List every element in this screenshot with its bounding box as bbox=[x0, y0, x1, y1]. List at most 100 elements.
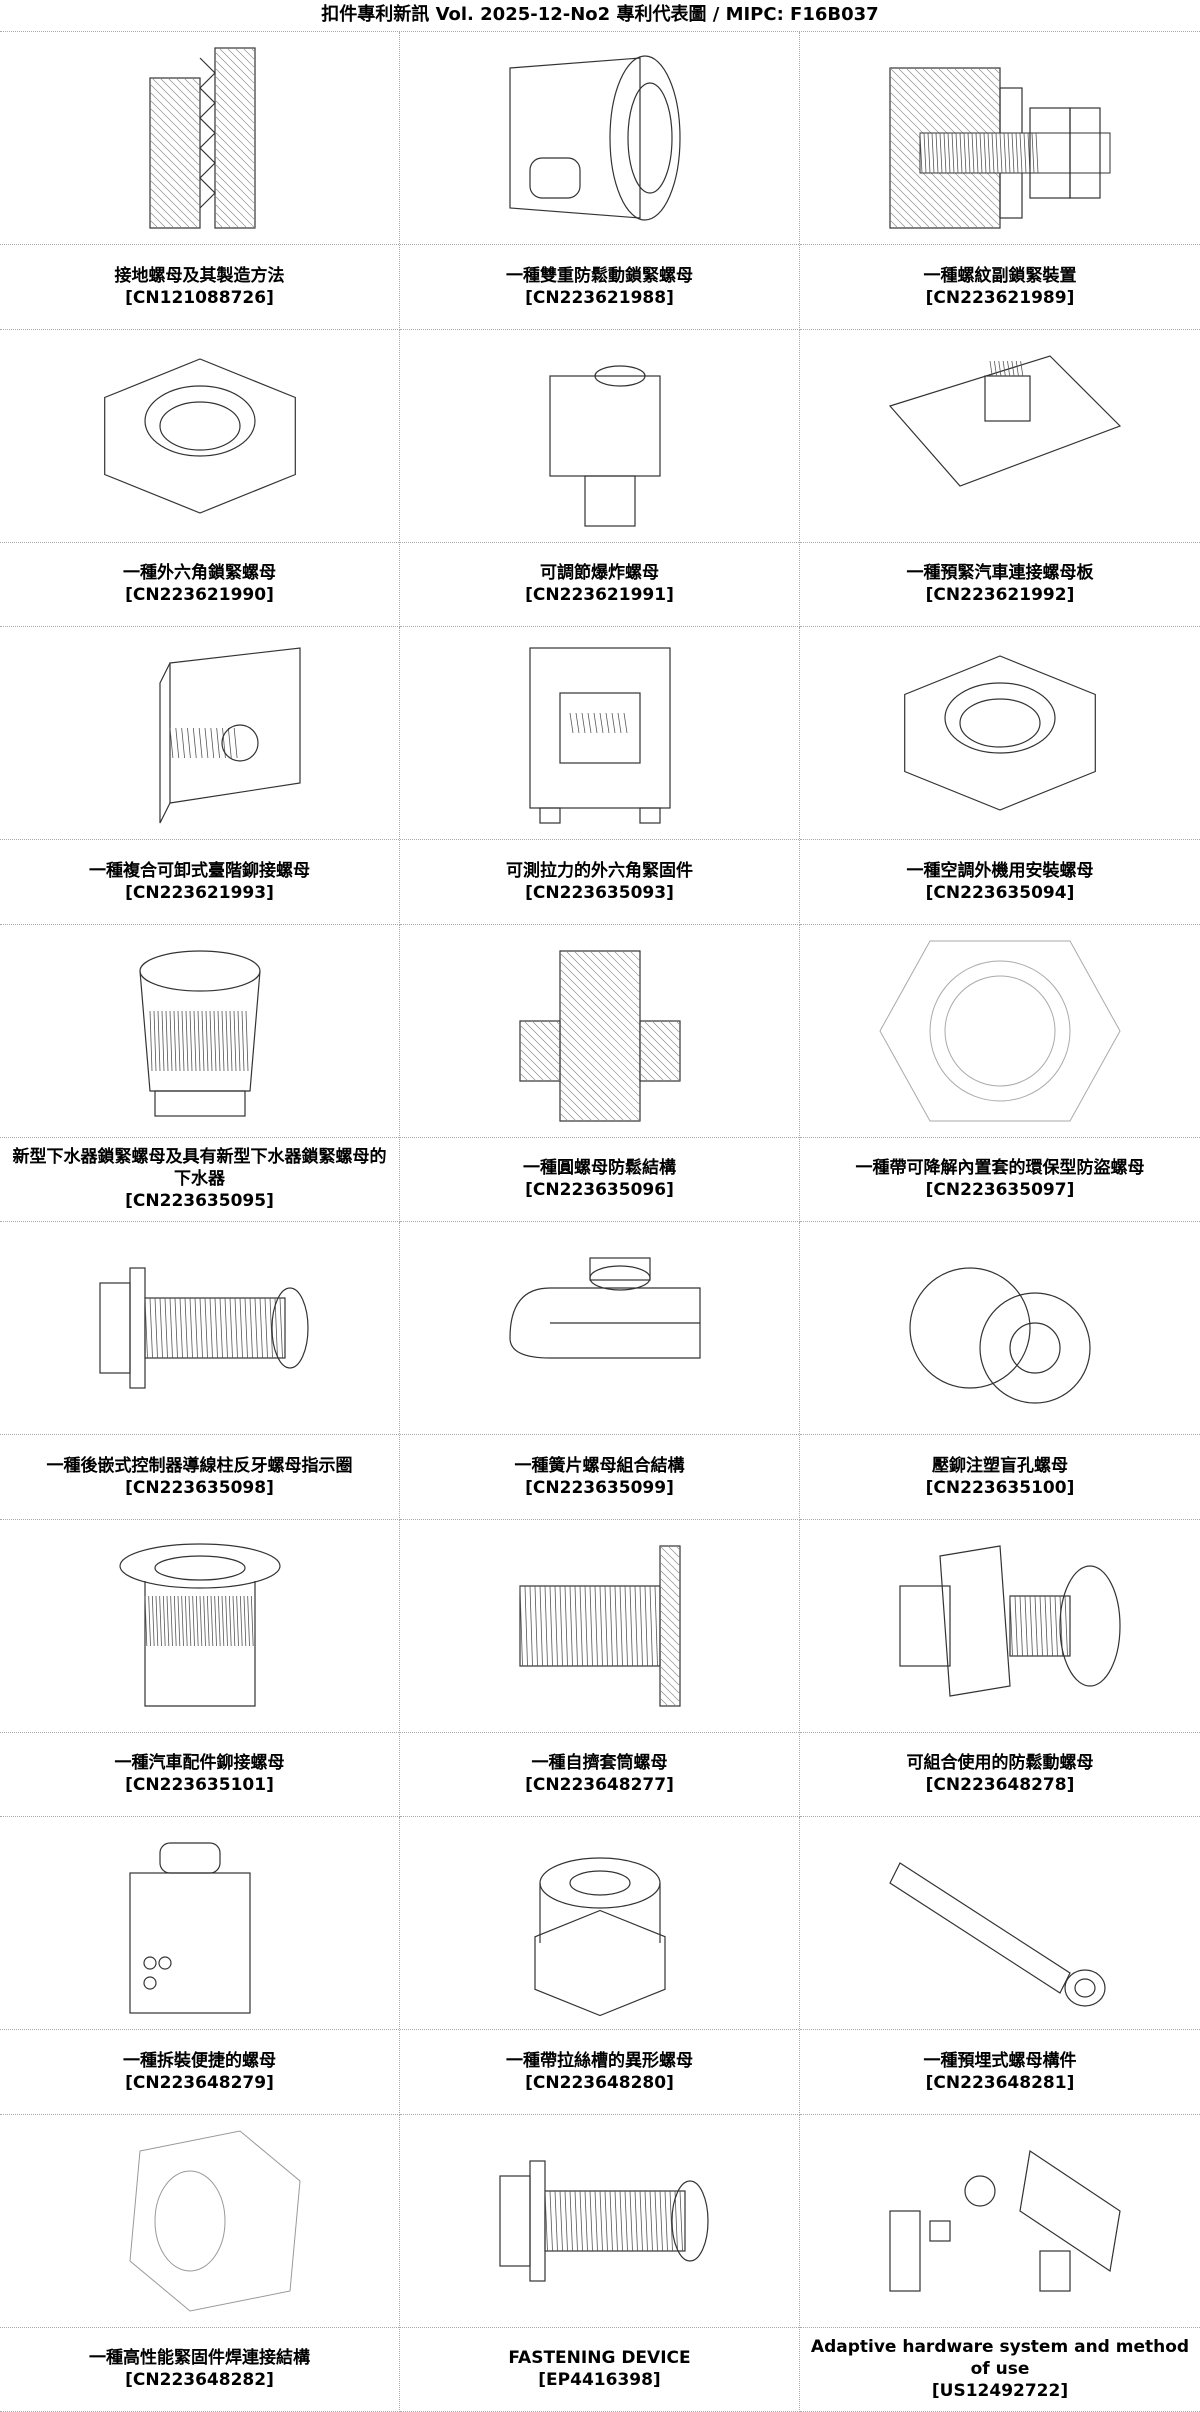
patent-drawing bbox=[400, 627, 799, 840]
patent-number: [CN223648282] bbox=[125, 2370, 274, 2391]
patent-title: 壓鉚注塑盲孔螺母 bbox=[932, 1455, 1068, 1476]
bracket-drawing-icon bbox=[158, 647, 301, 824]
patent-number: [CN223621991] bbox=[525, 585, 674, 606]
patent-card: 一種帶可降解內置套的環保型防盜螺母 [CN223635097] bbox=[800, 925, 1200, 1222]
patent-card: 一種預埋式螺母構件 [CN223648281] bbox=[800, 1817, 1200, 2115]
bolt-head-drawing-icon bbox=[899, 1544, 1121, 1697]
patent-card: 一種空調外機用安裝螺母 [CN223635094] bbox=[800, 627, 1200, 925]
cage-nut-drawing-icon bbox=[128, 1842, 251, 2014]
patent-grid: 接地螺母及其製造方法 [CN121088726] 一種雙重防鬆動鎖緊螺母 [CN… bbox=[0, 31, 1200, 2412]
castle-nut-drawing-icon bbox=[533, 1857, 666, 2017]
patent-title: Adaptive hardware system and method of u… bbox=[810, 2337, 1190, 2380]
patent-number: [CN223621988] bbox=[525, 287, 674, 308]
patent-title: 一種汽車配件鉚接螺母 bbox=[114, 1753, 285, 1774]
patent-caption: 一種圓螺母防鬆結構 [CN223635096] bbox=[400, 1138, 799, 1222]
patent-caption: 一種空調外機用安裝螺母 [CN223635094] bbox=[800, 840, 1200, 924]
page-header: 扣件專利新訊 Vol. 2025-12-No2 專利代表圖 / MIPC: F1… bbox=[321, 4, 879, 25]
patent-card: 一種外六角鎖緊螺母 [CN223621990] bbox=[0, 329, 400, 627]
patent-title: 一種複合可卸式臺階鉚接螺母 bbox=[89, 860, 310, 881]
patent-number: [CN223635093] bbox=[525, 882, 674, 903]
patent-caption: 一種雙重防鬆動鎖緊螺母 [CN223621988] bbox=[400, 245, 799, 329]
patent-title: 一種帶拉絲槽的異形螺母 bbox=[506, 2050, 693, 2071]
patent-number: [EP4416398] bbox=[538, 2370, 661, 2391]
spring-nut-drawing-icon bbox=[508, 1257, 701, 1359]
patent-drawing bbox=[800, 330, 1200, 543]
patent-number: [CN223635096] bbox=[525, 1180, 674, 1201]
patent-title: 可測拉力的外六角緊固件 bbox=[506, 860, 693, 881]
patent-drawing bbox=[0, 1222, 399, 1435]
patent-drawing bbox=[800, 627, 1200, 840]
patent-caption: 新型下水器鎖緊螺母及具有新型下水器鎖緊螺母的下水器 [CN223635095] bbox=[0, 1138, 399, 1222]
patent-title: 一種拆裝便捷的螺母 bbox=[123, 2050, 276, 2071]
patent-card: 一種自擠套筒螺母 [CN223648277] bbox=[400, 1519, 800, 1817]
patent-title: 可調節爆炸螺母 bbox=[540, 563, 659, 584]
patent-drawing bbox=[0, 1520, 399, 1733]
patent-card: 一種複合可卸式臺階鉚接螺母 [CN223621993] bbox=[0, 627, 400, 925]
patent-title: 一種螺紋副鎖緊裝置 bbox=[923, 265, 1077, 286]
patent-drawing bbox=[800, 1520, 1200, 1733]
frame-drawing-icon bbox=[528, 647, 671, 824]
rivet-nut-drawing-icon bbox=[118, 1542, 281, 1707]
patent-caption: 一種帶可降解內置套的環保型防盜螺母 [CN223635097] bbox=[800, 1138, 1200, 1222]
patent-drawing bbox=[0, 330, 399, 543]
patent-title: 一種外六角鎖緊螺母 bbox=[123, 563, 276, 584]
patent-card: 一種圓螺母防鬆結構 [CN223635096] bbox=[400, 924, 800, 1222]
patent-number: [CN121088726] bbox=[125, 287, 274, 308]
patent-drawing bbox=[400, 1817, 799, 2030]
patent-caption: 一種拆裝便捷的螺母 [CN223648279] bbox=[0, 2030, 399, 2114]
patent-card: 一種雙重防鬆動鎖緊螺母 [CN223621988] bbox=[400, 32, 800, 330]
patent-number: [CN223621990] bbox=[125, 585, 274, 606]
patent-number: [CN223621992] bbox=[925, 585, 1075, 606]
embed-drawing-icon bbox=[889, 1862, 1106, 2007]
patent-number: [CN223648281] bbox=[925, 2072, 1075, 2093]
patent-caption: 一種螺紋副鎖緊裝置 [CN223621989] bbox=[800, 245, 1200, 329]
patent-title: 接地螺母及其製造方法 bbox=[114, 265, 285, 286]
patent-drawing bbox=[800, 925, 1200, 1138]
patent-caption: 一種預緊汽車連接螺母板 [CN223621992] bbox=[800, 543, 1200, 627]
patent-title: 一種簧片螺母組合結構 bbox=[514, 1455, 685, 1476]
patent-number: [CN223648278] bbox=[925, 1775, 1075, 1796]
hex-nut-drawing-icon bbox=[103, 357, 296, 514]
patent-drawing bbox=[0, 627, 399, 840]
patent-drawing bbox=[400, 2115, 799, 2328]
patent-caption: 一種高性能緊固件焊連接結構 [CN223648282] bbox=[0, 2328, 399, 2412]
gear-nut-drawing-icon bbox=[909, 1267, 1091, 1404]
block-nut-drawing-icon bbox=[548, 364, 661, 527]
patent-drawing bbox=[800, 32, 1200, 245]
patent-number: [CN223635100] bbox=[925, 1477, 1075, 1498]
patent-number: [CN223621993] bbox=[125, 882, 274, 903]
patent-number: [CN223648279] bbox=[125, 2072, 274, 2093]
exploded-drawing-icon bbox=[889, 2149, 1121, 2292]
patent-title: 一種預埋式螺母構件 bbox=[923, 2050, 1077, 2071]
patent-card: 一種預緊汽車連接螺母板 [CN223621992] bbox=[800, 330, 1200, 627]
patent-card: 新型下水器鎖緊螺母及具有新型下水器鎖緊螺母的下水器 [CN223635095] bbox=[0, 924, 400, 1222]
patent-caption: 一種預埋式螺母構件 [CN223648281] bbox=[800, 2030, 1200, 2114]
patent-card: 可調節爆炸螺母 [CN223621991] bbox=[400, 329, 800, 627]
patent-number: [CN223648280] bbox=[525, 2072, 674, 2093]
patent-card: FASTENING DEVICE [EP4416398] bbox=[400, 2114, 800, 2412]
patent-title: FASTENING DEVICE bbox=[508, 2348, 691, 2369]
patent-drawing bbox=[400, 32, 799, 245]
patent-caption: 一種外六角鎖緊螺母 [CN223621990] bbox=[0, 543, 399, 627]
hex-outline-drawing-icon bbox=[879, 940, 1121, 1121]
plate-drawing-icon bbox=[888, 354, 1122, 487]
patent-drawing bbox=[400, 1222, 799, 1435]
patent-caption: 可調節爆炸螺母 [CN223621991] bbox=[400, 543, 799, 627]
patent-title: 一種帶可降解內置套的環保型防盜螺母 bbox=[855, 1158, 1145, 1179]
patent-number: [CN223648277] bbox=[525, 1775, 674, 1796]
patent-number: [CN223635098] bbox=[125, 1477, 274, 1498]
patent-card: 可測拉力的外六角緊固件 [CN223635093] bbox=[400, 627, 800, 925]
patent-drawing bbox=[800, 1222, 1200, 1435]
patent-title: 一種高性能緊固件焊連接結構 bbox=[89, 2348, 310, 2369]
patent-card: 一種汽車配件鉚接螺母 [CN223635101] bbox=[0, 1519, 400, 1817]
patent-card: 一種帶拉絲槽的異形螺母 [CN223648280] bbox=[400, 1817, 800, 2115]
drain-drawing-icon bbox=[138, 949, 261, 1117]
cylinder-nut-drawing-icon bbox=[508, 55, 681, 221]
patent-card: 可組合使用的防鬆動螺母 [CN223648278] bbox=[800, 1520, 1200, 1817]
patent-card: 接地螺母及其製造方法 [CN121088726] bbox=[0, 32, 400, 330]
patent-card: 一種簧片螺母組合結構 [CN223635099] bbox=[400, 1222, 800, 1520]
patent-number: [CN223635094] bbox=[925, 882, 1075, 903]
weld-nut-drawing-icon bbox=[128, 2129, 301, 2312]
patent-caption: 一種後嵌式控制器導線柱反牙螺母指示圈 [CN223635098] bbox=[0, 1435, 399, 1519]
patent-caption: 一種帶拉絲槽的異形螺母 [CN223648280] bbox=[400, 2030, 799, 2114]
